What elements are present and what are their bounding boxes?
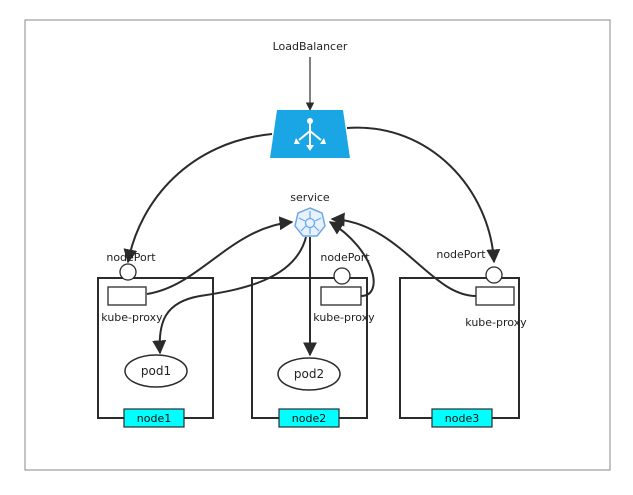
node2-label: node2	[292, 412, 326, 425]
node2-kube-proxy-label: kube-proxy	[313, 311, 375, 324]
load-balancer-label: LoadBalancer	[273, 40, 348, 53]
service-to-pod1-arrow	[152, 236, 307, 355]
pod1-ellipse	[124, 354, 188, 388]
node2-label-box	[278, 408, 340, 428]
node2-nodeport-circle	[333, 267, 351, 285]
node3-label: node3	[445, 412, 479, 425]
node1-kube-proxy-label: kube-proxy	[101, 311, 163, 324]
lb-to-node3-arrow	[346, 126, 501, 264]
node2-kube-proxy-box	[320, 286, 362, 306]
node3-label-box	[431, 408, 493, 428]
node1-nodeport-label: nodePort	[106, 251, 156, 264]
outer-frame	[24, 19, 611, 471]
node1-label-box	[123, 408, 185, 428]
node1-label: node1	[137, 412, 171, 425]
node1-proxy-to-service-arrow	[146, 216, 294, 295]
node1-kube-proxy-box	[107, 286, 147, 306]
node3-nodeport-label: nodePort	[436, 248, 486, 261]
node1-nodeport-circle	[119, 263, 137, 281]
pod1-label: pod1	[141, 364, 171, 378]
node2-nodeport-label: nodePort	[320, 251, 370, 264]
node3-proxy-to-service-arrow	[330, 212, 477, 297]
load-balancer-icon	[270, 110, 350, 158]
pod2-label: pod2	[294, 367, 324, 381]
service-label: service	[290, 191, 330, 204]
node3-kube-proxy-label: kube-proxy	[465, 316, 527, 329]
node3-kube-proxy-box	[475, 286, 515, 306]
node3-nodeport-circle	[485, 266, 503, 284]
node2-proxy-to-service-arrow	[328, 221, 375, 297]
kubernetes-service-icon	[294, 207, 326, 237]
lb-to-node1-arrow	[123, 133, 273, 264]
pod2-ellipse	[277, 357, 341, 391]
